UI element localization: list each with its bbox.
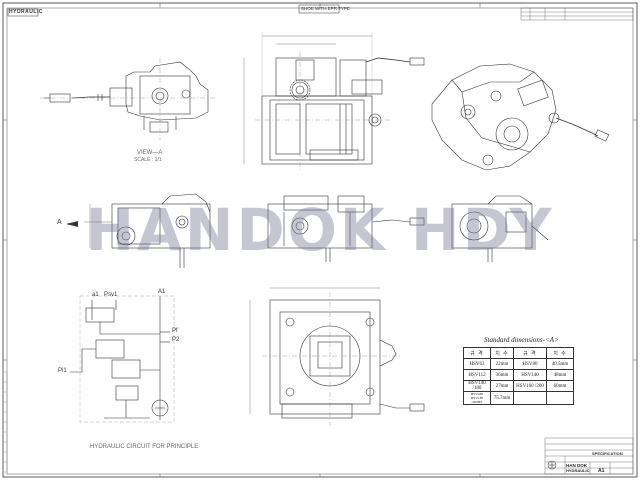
company-logo	[547, 460, 557, 470]
title-block	[544, 437, 634, 475]
title-box	[298, 4, 340, 14]
dimensions-cell: 36mm	[490, 369, 514, 381]
logo-text: HYDRAULIC	[9, 9, 43, 15]
dimensions-cell: HSV80	[513, 358, 547, 370]
bottom-view-centerline	[262, 292, 400, 426]
dimensions-cell: 40.5mm	[546, 358, 574, 370]
sheet-size: A1	[598, 468, 605, 474]
dimensions-header-row: 규 격 치 수 규 격 치 수	[463, 347, 574, 359]
side-view-left	[84, 193, 211, 268]
view-a-centerline	[40, 58, 215, 140]
circuit-label-pi1: Pi1	[58, 368, 67, 374]
circuit-label-A1: A1	[158, 289, 166, 295]
dimensions-cell: HSV63	[463, 358, 491, 370]
circuit-label-p2: P2	[172, 337, 180, 343]
dimensions-cell: HSV160 /200	[513, 380, 547, 392]
dimensions-cell	[546, 391, 574, 405]
dimensions-table: 규 격 치 수 규 격 치 수 HSV63 22mm HSV80 40.5mm …	[463, 347, 574, 405]
company-name-line2: HYDRAULIC	[566, 468, 590, 473]
view-a-label: VIEW—A	[137, 150, 163, 156]
dimensions-row: HSV140 /180 27mm HSV160 /200 60mm	[463, 380, 574, 392]
circuit-caption: HYDRAULIC CIRCUIT FOR PRINCIPLE	[90, 444, 199, 450]
dimensions-header: 치 수	[490, 347, 514, 359]
logo-box	[7, 8, 39, 17]
end-view-right	[451, 195, 549, 262]
dimensions-header: 규 격	[513, 347, 547, 359]
left-margin-table	[2, 371, 8, 473]
dimensions-header: 치 수	[546, 347, 574, 359]
top-view-centerline	[255, 52, 390, 170]
dimensions-cell	[513, 391, 547, 405]
view-arrow-a	[66, 221, 78, 227]
hydraulic-circuit-frame	[79, 295, 175, 423]
frame-tick-marks	[3, 3, 637, 477]
spec-title: SPECIFICATION	[592, 451, 623, 456]
view-a-drawing	[44, 61, 209, 133]
revision-table	[520, 7, 634, 21]
dimensions-cell: HSV112	[463, 369, 491, 381]
isometric-drawing	[431, 63, 610, 171]
arrow-a-label: A	[57, 219, 62, 226]
dimensions-title: Standard dimensions-<A>	[484, 336, 559, 344]
title-box-text: SHOE WITH EPR TYPE	[301, 6, 350, 11]
top-view-drawing	[243, 32, 425, 165]
front-view-middle	[267, 195, 425, 262]
dimensions-row: HSV63 22mm HSV80 40.5mm	[463, 358, 574, 370]
dimensions-header: 규 격	[463, 347, 491, 359]
view-a-scale: SCALE : 1/1	[134, 157, 162, 163]
dimensions-row: HSV112 36mm HSV140 48mm	[463, 369, 574, 381]
bottom-view-drawing	[249, 287, 425, 419]
circuit-label-a1: a1	[92, 292, 99, 298]
company-name-line1: HAN DOK	[566, 463, 587, 468]
dimensions-cell: 27mm	[490, 380, 514, 392]
dimensions-cell: HSV140 /180	[463, 380, 491, 392]
dimensions-cell: 22mm	[490, 358, 514, 370]
circuit-label-pf: Pf	[172, 328, 178, 334]
hydraulic-circuit	[70, 296, 170, 420]
dimensions-row: HSV280 HSV180 /200HS 75.7mm	[463, 391, 574, 405]
circuit-label-psv1: Psv1	[104, 292, 118, 298]
dimensions-cell: 60mm	[546, 380, 574, 392]
dimensions-cell: HSV140	[513, 369, 547, 381]
dimensions-cell: 75.7mm	[490, 391, 514, 405]
dimensions-cell: HSV280 HSV180 /200HS	[463, 391, 491, 405]
dimensions-cell: 48mm	[546, 369, 574, 381]
